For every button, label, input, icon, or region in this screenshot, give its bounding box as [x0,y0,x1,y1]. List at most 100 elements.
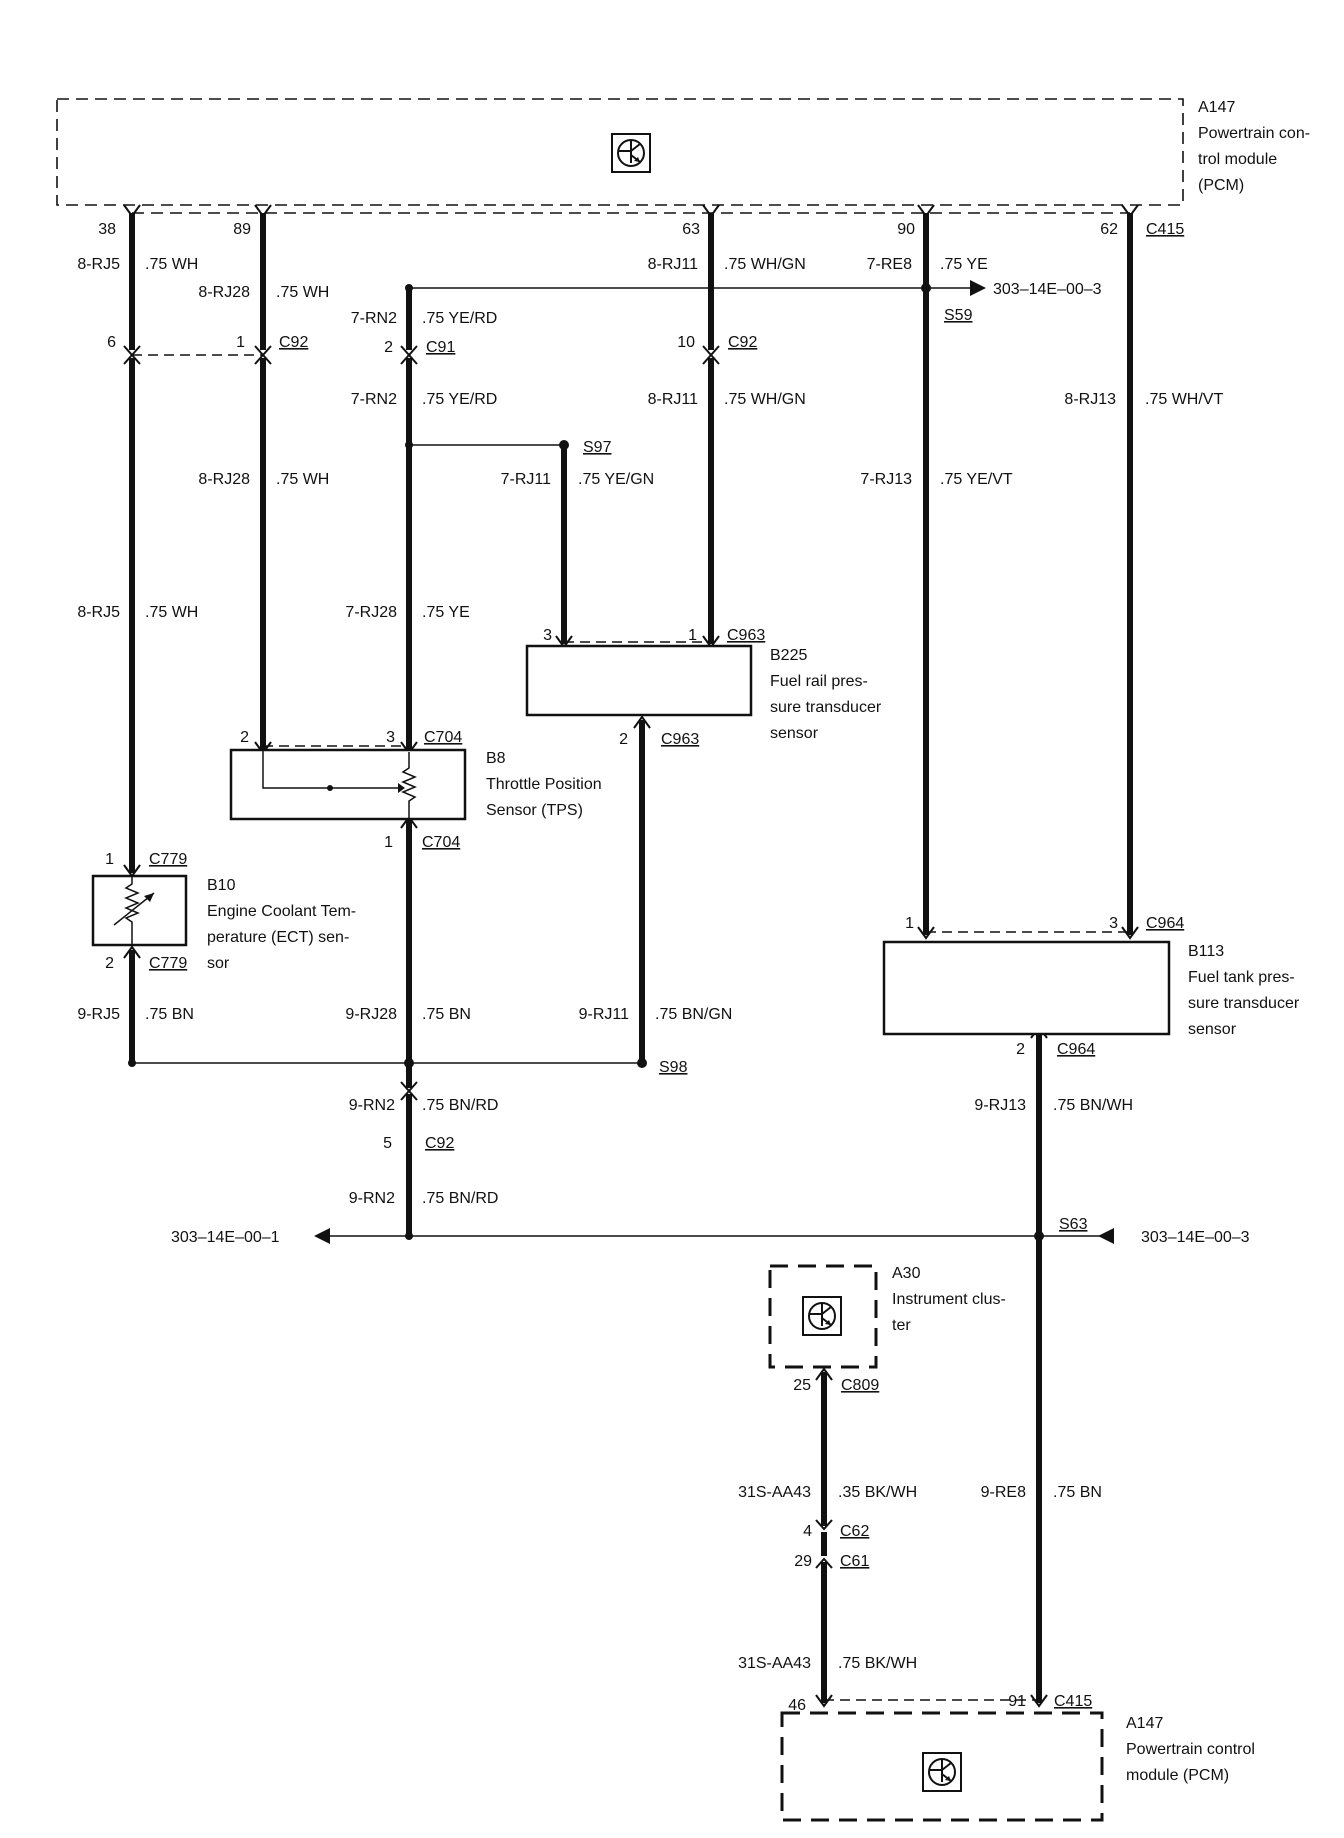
pin-2-c963: 2 [619,731,628,748]
pin-2-c779: 2 [105,955,114,972]
arrow-icons [314,280,1114,1244]
wire-circuit: 9-RJ28 [345,1006,397,1023]
a30-desc-2: ter [892,1317,911,1334]
wire-circuit: 7-RN2 [351,391,397,408]
b8-throttle-position-sensor: B8 Throttle Position Sensor (TPS) [229,748,602,821]
conn-c92-b: C92 [728,334,757,351]
pin-90: 90 [897,221,915,238]
wire-spec-labels: .75 WH .75 WH .75 WH/GN .75 YE .75 YE/RD… [145,256,1223,1672]
wire-spec: .75 BN [145,1006,194,1023]
wire-spec: .75 WH [145,604,198,621]
cluster-icon [802,1296,842,1336]
conn-c62: C62 [840,1523,869,1540]
pin-4: 4 [803,1523,812,1540]
pin-29: 29 [794,1553,812,1570]
pin-89: 89 [233,221,251,238]
conn-c92-a: C92 [279,334,308,351]
resistor-icon [401,752,417,818]
wire-circuit: 31S-AA43 [738,1655,811,1672]
wire-circuit: 9-RN2 [349,1097,395,1114]
b10-id: B10 [207,877,236,894]
conn-c963-a: C963 [727,627,765,644]
wire-circuit: 8-RJ5 [77,256,120,273]
pin-1-c963: 1 [688,627,697,644]
wire-circuit: 7-RJ13 [860,471,912,488]
b113-id: B113 [1188,943,1224,960]
wire-spec: .75 BN [1053,1484,1102,1501]
splice-labels: S59 S97 S98 S63 [583,307,1088,1233]
conn-c779-b: C779 [149,955,187,972]
b10-ect-sensor: B10 Engine Coolant Tem- perature (ECT) s… [91,874,356,972]
wire-circuit: 7-RJ28 [345,604,397,621]
pcm-top-desc-1: Powertrain con- [1198,125,1310,142]
wiper-arrow-icon [398,783,405,793]
b113-desc-1: Fuel tank pres- [1188,969,1295,986]
pin-2-c704: 2 [240,729,249,746]
thin-lines [132,287,1130,1701]
splice-s98: S98 [659,1059,688,1076]
pcm-top-desc-3: (PCM) [1198,177,1244,194]
wire-spec: .75 YE/RD [422,310,497,327]
pin-3-c963: 3 [543,627,552,644]
wire-spec: .75 YE/RD [422,391,497,408]
wire-circuit: 8-RJ13 [1064,391,1116,408]
wire-circuit: 9-RJ5 [77,1006,120,1023]
pin-46: 46 [788,1697,806,1714]
conn-c779-a: C779 [149,851,187,868]
pcm-bottom-icon [922,1752,962,1792]
pin-62: 62 [1100,221,1118,238]
wire-spec: .75 BK/WH [838,1655,917,1672]
pin-1-c779: 1 [105,851,114,868]
wire-circuit: 9-RJ11 [579,1006,629,1023]
wire-spec: .75 BN [422,1006,471,1023]
pcm-top-icon [611,133,651,173]
wire-circuit: 7-RN2 [351,310,397,327]
wire-spec: .75 WH/GN [724,256,806,273]
splice-s97: S97 [583,439,612,456]
wire-circuit-labels: 8-RJ5 8-RJ28 8-RJ11 7-RE8 7-RN2 7-RN2 8-… [77,256,1116,1672]
wire-circuit: 9-RJ13 [974,1097,1026,1114]
wire-spec: .75 BN/RD [422,1190,498,1207]
pin-25: 25 [793,1377,811,1394]
pcm-top-id: A147 [1198,99,1235,116]
conn-c964-b: C964 [1057,1041,1095,1058]
b225-desc-2: sure transducer [770,699,882,716]
wire-circuit: 7-RE8 [867,256,912,273]
wire-circuit: 8-RJ28 [198,284,250,301]
pin-1-c92: 1 [236,334,245,351]
thermistor-icon [124,876,140,945]
pin-10: 10 [677,334,695,351]
junction-dots [128,283,1044,1241]
wire-circuit: 9-RN2 [349,1190,395,1207]
wires [129,213,1133,1703]
conn-c415-bottom: C415 [1054,1693,1092,1710]
pin-6: 6 [107,334,116,351]
pcm-bottom-id: A147 [1126,1715,1163,1732]
wire-spec: .75 WH [276,284,329,301]
wire-spec: .75 BN/WH [1053,1097,1133,1114]
wire-spec: .75 WH/VT [1145,391,1223,408]
conn-c91: C91 [426,339,455,356]
b113-desc-2: sure transducer [1188,995,1300,1012]
conn-c704-a: C704 [424,729,462,746]
wire-spec: .35 BK/WH [838,1484,917,1501]
wire-spec: .75 YE [940,256,988,273]
wire-circuit: 8-RJ28 [198,471,250,488]
arrow-left-icon-right [1098,1228,1114,1244]
wire-spec: .75 BN/GN [655,1006,732,1023]
pin-1-c964: 1 [905,915,914,932]
b10-desc-1: Engine Coolant Tem- [207,903,356,920]
conn-c704-b: C704 [422,834,460,851]
conn-c92-c: C92 [425,1135,454,1152]
b8-desc-1: Throttle Position [486,776,602,793]
b113-desc-3: sensor [1188,1021,1237,1038]
conn-c963-b: C963 [661,731,699,748]
b225-desc-3: sensor [770,725,819,742]
conn-c809: C809 [841,1377,879,1394]
b113-fuel-tank-sensor: B113 Fuel tank pres- sure transducer sen… [882,940,1300,1038]
pin-numbers: 38 89 63 90 62 6 1 2 10 3 1 2 2 3 1 1 2 … [98,221,1118,1714]
pin-38: 38 [98,221,116,238]
conn-c964-a: C964 [1146,915,1184,932]
pcm-top-desc-2: trol module [1198,151,1277,168]
